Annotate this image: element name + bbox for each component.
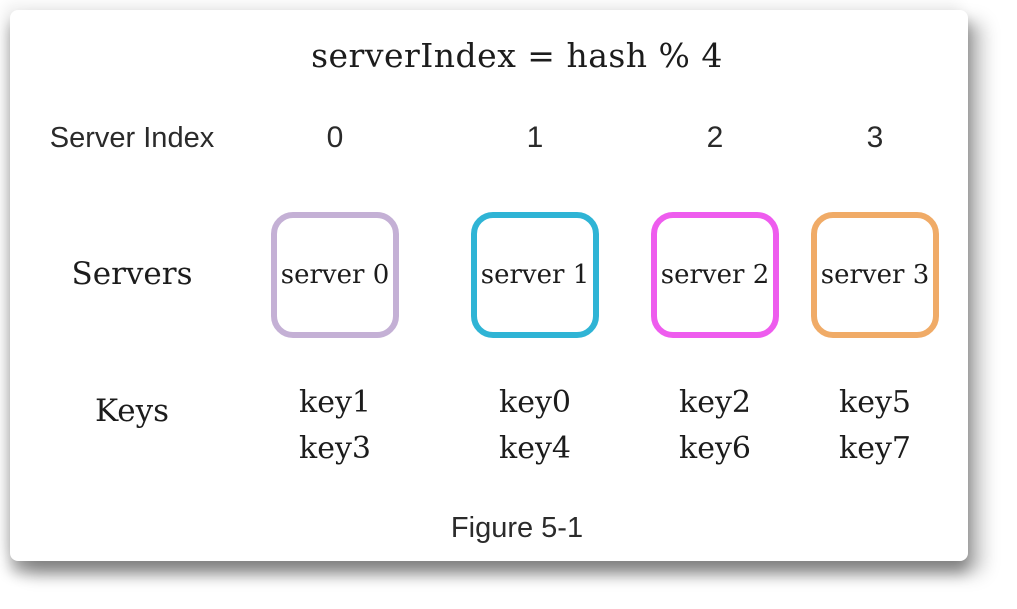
servers-label: Servers: [71, 256, 193, 292]
server-index-value-0: 0: [326, 121, 344, 154]
keys-cell-0: key1 key3: [240, 380, 430, 472]
server-index-label: Server Index: [49, 122, 215, 154]
server-box-label-3: server 3: [820, 260, 930, 290]
formula-title: serverIndex = hash % 4: [311, 36, 723, 75]
server-cell-1: server 1: [430, 204, 640, 374]
figure-caption: Figure 5-1: [450, 512, 584, 544]
server-index-value-3: 3: [866, 121, 884, 154]
server-box-3: server 3: [811, 212, 939, 338]
server-index-value-2: 2: [706, 121, 724, 154]
mapping-grid: Server Index 0 1 2 3 Servers server 0 se…: [10, 116, 968, 472]
keys-cell-2: key2 key6: [640, 380, 790, 472]
server-box-2: server 2: [651, 212, 779, 338]
key-item: key5: [839, 385, 911, 420]
server-cell-0: server 0: [240, 204, 430, 374]
server-box-0: server 0: [271, 212, 399, 338]
server-index-value-1: 1: [526, 121, 544, 154]
key-item: key0: [499, 385, 571, 420]
server-box-label-1: server 1: [480, 260, 590, 290]
key-item: key7: [839, 431, 911, 466]
server-box-label-0: server 0: [280, 260, 390, 290]
key-item: key3: [299, 431, 371, 466]
keys-cell-1: key0 key4: [430, 380, 640, 472]
key-item: key2: [679, 385, 751, 420]
server-box-1: server 1: [471, 212, 599, 338]
key-item: key6: [679, 431, 751, 466]
key-item: key1: [299, 385, 371, 420]
keys-cell-3: key5 key7: [790, 380, 960, 472]
server-cell-2: server 2: [640, 204, 790, 374]
server-cell-3: server 3: [790, 204, 960, 374]
server-box-label-2: server 2: [660, 260, 770, 290]
figure-card: serverIndex = hash % 4 Server Index 0 1 …: [10, 10, 968, 561]
key-item: key4: [499, 431, 571, 466]
keys-label: Keys: [94, 393, 170, 429]
